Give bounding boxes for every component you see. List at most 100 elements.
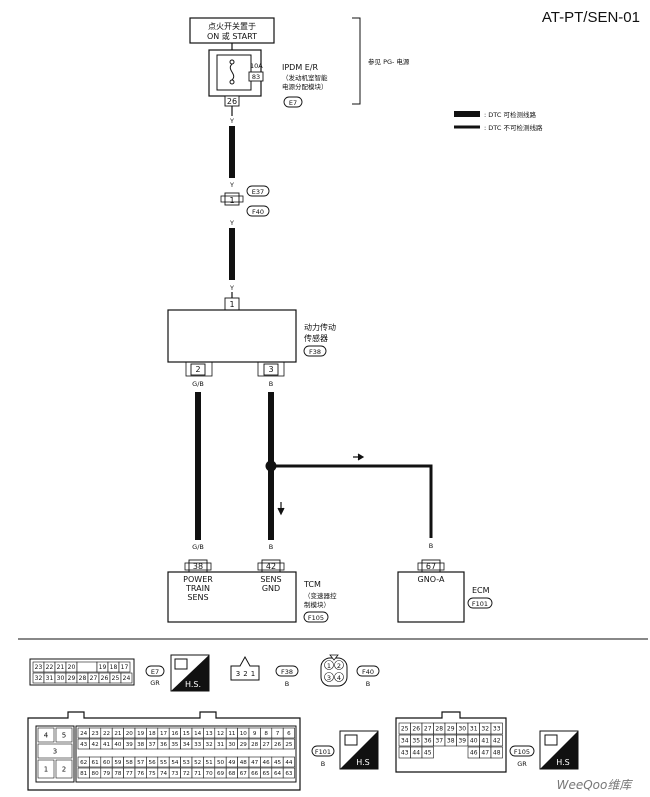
- f101-pin: 40: [114, 742, 122, 748]
- diagram-id: AT-PT/SEN-01: [542, 9, 640, 26]
- f101-pin: 49: [228, 760, 236, 766]
- f101-pin: 31: [217, 742, 225, 748]
- f101-pin: 1: [44, 766, 48, 774]
- conn-row2-1-color: GR: [517, 760, 527, 768]
- sensor-connector: F38: [309, 348, 321, 356]
- f101-pin: 67: [240, 771, 248, 777]
- e7-pin: 27: [90, 675, 98, 682]
- tcm-box: [167, 571, 297, 623]
- junction-connector-b: F40: [252, 208, 264, 216]
- f105-pin: 39: [458, 738, 466, 745]
- f105-pin: 42: [493, 738, 501, 745]
- f105-pin: 25: [401, 726, 409, 733]
- hs-badge-e7-text: H.S.: [185, 680, 201, 689]
- tcm-label-ground-1: SENS: [260, 575, 281, 584]
- conn-row2-0-id: F101: [315, 748, 331, 756]
- tcm-label-signal-3: SENS: [187, 593, 208, 602]
- tcm-desc1: （变速器控: [304, 591, 337, 600]
- watermark: WeeQoo维库: [557, 778, 634, 792]
- ecm-pin: 67: [426, 562, 436, 571]
- tcm-label-signal-1: POWER: [183, 575, 213, 584]
- f101-pin: 37: [149, 742, 157, 748]
- f40-pin: 2: [337, 662, 341, 670]
- f101-pin: 76: [137, 771, 145, 777]
- ipdm-pin: 26: [227, 97, 237, 106]
- conn-row2-1-id: F105: [514, 748, 530, 756]
- f101-pin: 53: [183, 760, 191, 766]
- tcm-connector: F105: [308, 614, 324, 622]
- fuse-icon: [229, 63, 235, 81]
- wire-color-gnd-3: B: [429, 542, 433, 550]
- tcm-label-ground-2: GND: [262, 584, 280, 593]
- f101-pin: 11: [228, 731, 236, 737]
- f101-pin: 79: [103, 771, 111, 777]
- hs-badge-f105: H.S: [539, 730, 579, 770]
- f101-pin: 66: [251, 771, 259, 777]
- f105-pin: 26: [412, 726, 420, 733]
- f101-pin: 32: [206, 742, 213, 748]
- f105-pin: 34: [401, 738, 409, 745]
- wire-color-gnd-2: B: [269, 543, 273, 551]
- sensor-name1: 动力传动: [304, 322, 336, 332]
- ipdm-desc1: （发动机室智能: [282, 73, 328, 82]
- f101-pin: 13: [206, 731, 214, 737]
- wire-color-sig-1: G/B: [192, 380, 204, 388]
- f101-pin: 30: [228, 742, 236, 748]
- f101-pin: 17: [160, 731, 168, 737]
- conn-row1-0-id: E7: [151, 668, 159, 676]
- ignition-line1: 点火开关置于: [208, 21, 256, 31]
- f101-pin: 77: [126, 771, 134, 777]
- conn-row1-1-color: B: [285, 680, 289, 688]
- f101-pin: 52: [194, 760, 201, 766]
- ecm-title: ECM: [472, 586, 490, 595]
- f101-pin: 57: [137, 760, 145, 766]
- f101-pin: 75: [149, 771, 157, 777]
- f101-pin: 16: [171, 731, 179, 737]
- e7-pin: 18: [110, 664, 118, 671]
- arrow-down-icon: [277, 502, 285, 516]
- f101-pin: 24: [80, 731, 88, 737]
- f101-pin: 14: [194, 731, 202, 737]
- wire-ground-ecm: [271, 464, 433, 538]
- e7-pin: 20: [68, 664, 76, 671]
- f101-pin: 34: [183, 742, 191, 748]
- ipdm-desc2: 电源分配模块）: [282, 82, 328, 91]
- f101-pin: 3: [53, 748, 57, 756]
- f101-pin: 36: [160, 742, 168, 748]
- f101-pin: 47: [251, 760, 259, 766]
- e7-pin: 31: [46, 675, 54, 682]
- f101-pin: 42: [92, 742, 99, 748]
- f101-pin: 63: [285, 771, 293, 777]
- legend-detectable: : DTC 可检测线路: [484, 110, 536, 119]
- f101-pin: 29: [240, 742, 248, 748]
- f101-pin: 4: [44, 732, 49, 740]
- e7-pin: 24: [123, 675, 131, 682]
- conn-row1-2-id: F40: [362, 668, 374, 676]
- f101-pin: 56: [149, 760, 157, 766]
- sensor-box: [167, 309, 297, 363]
- f105-pin: 38: [447, 738, 455, 745]
- f101-pin: 2: [62, 766, 66, 774]
- e7-pin: 29: [68, 675, 76, 682]
- f101-pin: 35: [171, 742, 179, 748]
- wire-color-ign-2: Y: [229, 181, 234, 189]
- legend-undetectable: : DTC 不可检测线路: [484, 123, 543, 132]
- f105-pin: 33: [493, 726, 501, 733]
- e7-pin: 28: [79, 675, 87, 682]
- tcm-label-signal-2: TRAIN: [185, 584, 210, 593]
- f101-pin: 22: [103, 731, 110, 737]
- tcm-title: TCM: [303, 580, 321, 589]
- ipdm-connector: E7: [289, 99, 297, 107]
- junction-pin: 1: [229, 196, 234, 205]
- sensor-name2: 传感器: [304, 333, 328, 343]
- e7-pin: 23: [35, 664, 43, 671]
- conn-row1-1-id: F38: [281, 668, 293, 676]
- f101-pin: 73: [171, 771, 179, 777]
- ipdm-title: IPDM E/R: [282, 63, 319, 72]
- f101-pin: 72: [183, 771, 190, 777]
- f101-pin: 48: [240, 760, 248, 766]
